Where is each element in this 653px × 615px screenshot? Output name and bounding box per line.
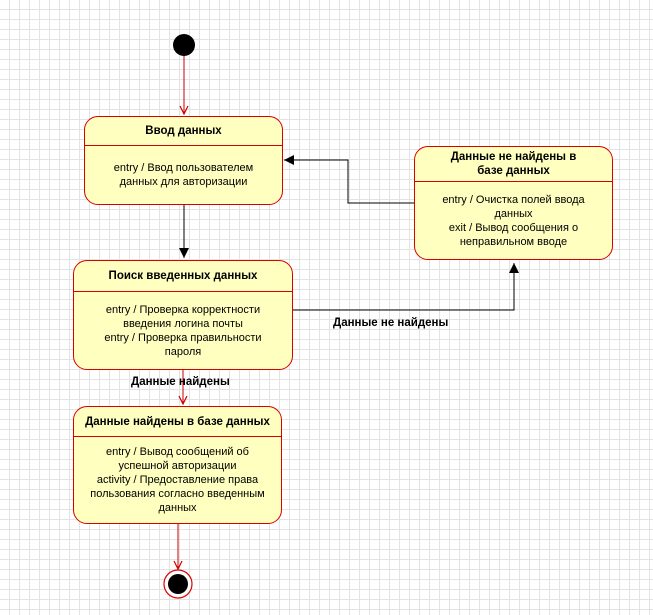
state-data-not-found-line: entry / Очистка полей ввода	[442, 193, 585, 206]
state-data-not-found-line: exit / Вывод сообщения о	[448, 221, 579, 234]
state-data-not-found-title-line: Данные не найдены в	[450, 151, 577, 163]
state-data-found-line: activity / Предоставление права	[96, 474, 259, 486]
state-data-found-line: пользования согласно введенным	[90, 488, 265, 500]
state-search-data-line: пароля	[164, 345, 202, 358]
state-data-not-found-title: Данные не найдены в базе данных	[415, 147, 612, 182]
state-input-data[interactable]: Ввод данных entry / Ввод пользователем д…	[84, 116, 283, 205]
state-data-not-found[interactable]: Данные не найдены в базе данных entry / …	[414, 146, 613, 260]
state-input-data-body: entry / Ввод пользователем данных для ав…	[85, 146, 282, 204]
state-data-found-body: entry / Вывод сообщений об успешной авто…	[74, 437, 281, 523]
initial-node[interactable]	[173, 34, 195, 56]
label-data-found: Данные найдены	[131, 376, 230, 388]
transition-search-to-not-found[interactable]	[293, 263, 519, 311]
state-search-data-title: Поиск введенных данных	[74, 261, 292, 292]
state-data-not-found-title-line: базе данных	[477, 165, 550, 177]
state-data-found-title: Данные найдены в базе данных	[74, 407, 281, 437]
state-input-data-title: Ввод данных	[85, 117, 282, 146]
state-search-data[interactable]: Поиск введенных данных entry / Проверка …	[73, 260, 293, 370]
state-data-found-line: данных	[158, 502, 197, 514]
state-input-data-line: данных для авторизации	[119, 176, 248, 188]
state-data-not-found-body: entry / Очистка полей ввода данных exit …	[415, 182, 612, 259]
state-data-found-line: entry / Вывод сообщений об	[106, 446, 249, 458]
state-data-not-found-line: неправильном вводе	[459, 235, 568, 248]
state-data-found[interactable]: Данные найдены в базе данных entry / Выв…	[73, 406, 282, 524]
label-data-not-found: Данные не найдены	[333, 317, 449, 329]
state-search-data-line: введения логина почты	[123, 317, 243, 330]
final-node[interactable]	[163, 569, 193, 599]
state-data-found-line: успешной авторизации	[118, 460, 237, 472]
state-search-data-line: entry / Проверка правильности	[104, 331, 262, 344]
state-data-not-found-line: данных	[494, 207, 533, 220]
state-search-data-line: entry / Проверка корректности	[105, 303, 261, 316]
state-search-data-body: entry / Проверка корректности введения л…	[74, 292, 292, 369]
transition-not-found-to-input[interactable]	[284, 155, 414, 204]
state-input-data-line: entry / Ввод пользователем	[113, 162, 254, 174]
